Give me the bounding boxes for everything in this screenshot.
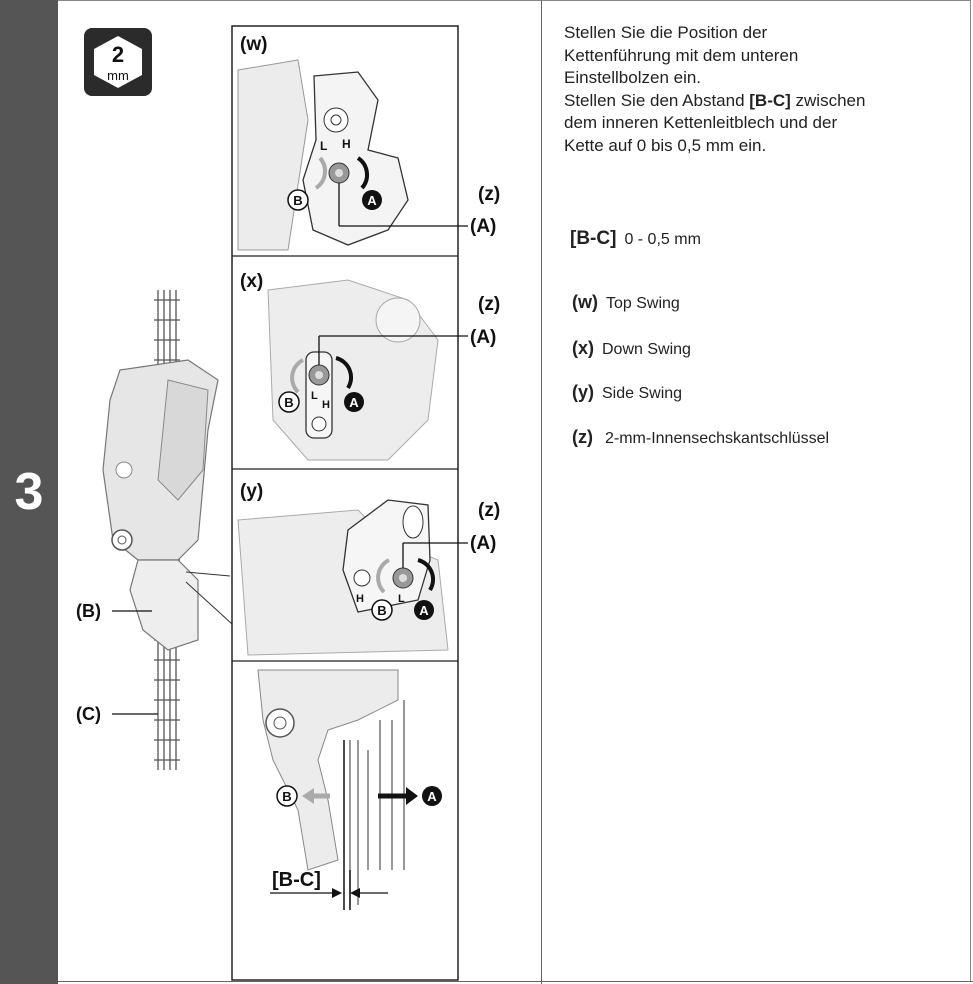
panel-w-bolt: (A) bbox=[470, 216, 496, 237]
svg-text:A: A bbox=[349, 395, 359, 410]
overview-figure: (B) (C) bbox=[76, 290, 233, 770]
svg-text:L: L bbox=[311, 390, 318, 402]
panel-x-bolt: (A) bbox=[470, 327, 496, 348]
tool-unit: mm bbox=[107, 68, 129, 83]
svg-text:B: B bbox=[284, 395, 293, 410]
illustration: 2 mm (B) (C) bbox=[76, 25, 500, 981]
gap-label: [B-C] bbox=[272, 869, 321, 891]
overview-b-label: (B) bbox=[76, 601, 101, 621]
bottom-rule bbox=[58, 981, 973, 982]
legend-item: (w)Top Swing bbox=[572, 292, 680, 312]
svg-text:A: A bbox=[427, 789, 437, 804]
svg-text:L: L bbox=[320, 139, 327, 153]
instruction-line: Kettenführung mit dem unteren bbox=[564, 45, 799, 65]
panel-y-tool: (z) bbox=[478, 500, 500, 521]
legend-item: (z)2-mm-Innensechskantschlüssel bbox=[572, 427, 830, 447]
svg-text:H: H bbox=[322, 399, 330, 411]
legend-item: (y)Side Swing bbox=[572, 382, 683, 402]
panel-x: L H B A (x) (z) (A) bbox=[240, 271, 500, 461]
step-number: 3 bbox=[14, 463, 44, 521]
panel-y: H L B A (y) (z) (A) bbox=[237, 481, 500, 656]
svg-text:B: B bbox=[377, 603, 386, 618]
instruction-line: dem inneren Kettenleitblech und der bbox=[564, 113, 838, 132]
spec-value: 0 - 0,5 mm bbox=[624, 231, 701, 248]
svg-text:H: H bbox=[356, 593, 364, 605]
svg-text:B: B bbox=[282, 789, 291, 804]
instruction-line: Kette auf 0 bis 0,5 mm ein. bbox=[564, 135, 767, 155]
badge-a: A bbox=[367, 193, 377, 208]
panel-x-tool: (z) bbox=[478, 294, 500, 315]
instruction-line: Stellen Sie den Abstand [B-C] zwischen bbox=[564, 90, 866, 110]
svg-text:L: L bbox=[398, 593, 405, 605]
instruction-line: Einstellbolzen ein. bbox=[564, 68, 702, 87]
panel-y-label: (y) bbox=[240, 481, 263, 502]
step-bar: 3 bbox=[0, 0, 58, 984]
legend-item: (x)Down Swing bbox=[572, 338, 691, 358]
panel-w-tool: (z) bbox=[478, 184, 500, 205]
svg-text:H: H bbox=[342, 137, 351, 151]
panel-y-bolt: (A) bbox=[470, 533, 496, 554]
gap-spec: [B-C] 0 - 0,5 mm bbox=[570, 228, 701, 250]
panel-frame bbox=[231, 25, 459, 981]
instruction-text: Stellen Sie die Position der Kettenführu… bbox=[564, 22, 954, 157]
panel-detail: B A [B-C] bbox=[257, 669, 442, 910]
badge-b: B bbox=[293, 193, 302, 208]
hex-key-icon: 2 mm bbox=[84, 28, 152, 96]
panel-x-label: (x) bbox=[240, 271, 263, 292]
instruction-line: Stellen Sie die Position der bbox=[564, 23, 768, 42]
panel-w: L H B A (w) (z) (A) bbox=[237, 34, 500, 251]
svg-text:A: A bbox=[419, 603, 429, 618]
overview-c-label: (C) bbox=[76, 704, 101, 724]
spec-key: [B-C] bbox=[570, 228, 617, 249]
tool-size: 2 bbox=[112, 42, 124, 67]
panel-w-label: (w) bbox=[240, 34, 267, 55]
column-divider bbox=[541, 0, 542, 984]
